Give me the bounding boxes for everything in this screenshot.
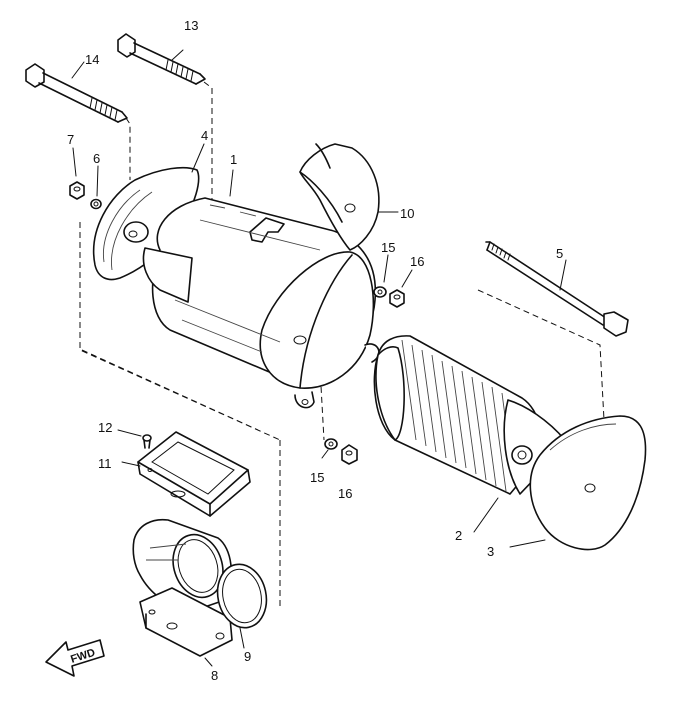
intake-elbow-8: [132, 518, 233, 667]
filter-element-2: [373, 335, 566, 533]
bolt-14-guide: [125, 117, 131, 180]
callout-5: 5: [556, 246, 563, 261]
nut-16-upper: [389, 269, 413, 308]
silencer-body-1: [92, 166, 380, 409]
callout-1: 1: [230, 152, 237, 167]
callout-4: 4: [201, 128, 208, 143]
washer-6: [90, 165, 102, 210]
callout-16-lower: 16: [338, 486, 352, 501]
callout-14: 14: [85, 52, 99, 67]
washer-15-lower: [321, 438, 338, 459]
screw-12: [117, 429, 152, 449]
assembly-guide-left: [79, 222, 281, 610]
nut-7: [69, 147, 85, 200]
callout-16-upper: 16: [410, 254, 424, 269]
nut-16-lower: [341, 444, 358, 465]
o-ring-9: [216, 563, 268, 649]
callout-6: 6: [93, 151, 100, 166]
bolt-5: [485, 241, 629, 337]
assembly-guide-right: [477, 289, 605, 421]
callout-11: 11: [98, 456, 112, 471]
washer-15-upper: [373, 254, 389, 298]
callout-2: 2: [455, 528, 462, 543]
callout-10: 10: [400, 206, 414, 221]
bolt-14: [25, 61, 128, 123]
callout-7: 7: [67, 132, 74, 147]
bolt-13: [117, 33, 206, 85]
callout-9: 9: [244, 649, 251, 664]
callout-15-lower: 15: [310, 470, 324, 485]
callout-3: 3: [487, 544, 494, 559]
gasket-11: [121, 431, 251, 517]
duct-10: [299, 143, 399, 251]
callout-15-upper: 15: [381, 240, 395, 255]
callout-8: 8: [211, 668, 218, 683]
cover-3: [509, 415, 647, 551]
callout-12: 12: [98, 420, 112, 435]
callout-13: 13: [184, 18, 198, 33]
bolt-13-guide: [203, 81, 213, 208]
fwd-arrow-icon: FWD: [45, 639, 105, 677]
